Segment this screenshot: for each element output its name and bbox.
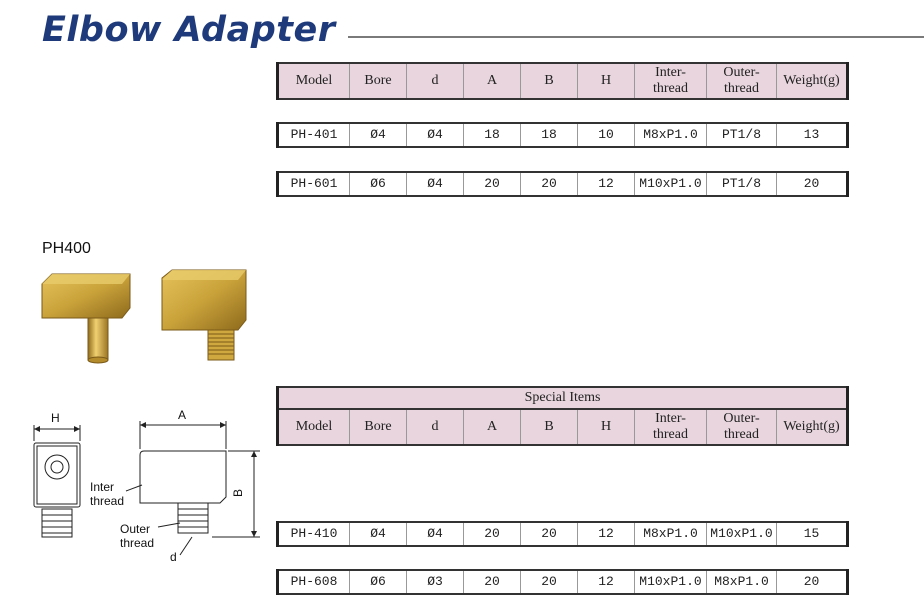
column-header: Weight(g) — [776, 62, 849, 100]
table-cell: PT1/8 — [706, 171, 777, 197]
table-cell: PH-601 — [276, 171, 350, 197]
table-cell: Ø4 — [406, 171, 464, 197]
column-header: H — [577, 62, 635, 100]
column-header: Bore — [349, 62, 407, 100]
dim-label-outer: Outer — [120, 522, 150, 536]
column-header: Outer-thread — [706, 408, 777, 446]
column-header: B — [520, 408, 578, 446]
table-cell: M10xP1.0 — [706, 521, 777, 547]
table-cell: M8xP1.0 — [634, 122, 707, 148]
special-items-caption: Special Items — [275, 386, 850, 410]
column-header: Outer-thread — [706, 62, 777, 100]
table-cell: Ø4 — [349, 122, 407, 148]
table-cell: 18 — [520, 122, 578, 148]
table-cell: M10xP1.0 — [634, 171, 707, 197]
table-cell: Ø6 — [349, 569, 407, 595]
column-header: H — [577, 408, 635, 446]
column-header: A — [463, 62, 521, 100]
column-header: B — [520, 62, 578, 100]
column-header: d — [406, 62, 464, 100]
table-cell: PH-401 — [276, 122, 350, 148]
column-header: Weight(g) — [775, 408, 850, 446]
table-cell: PT1/8 — [706, 122, 777, 148]
table-cell: 13 — [776, 122, 849, 148]
product-photo-plain-stem — [41, 273, 131, 364]
column-header: A — [463, 408, 521, 446]
table-cell: M10xP1.0 — [634, 569, 707, 595]
table-cell: M8xP1.0 — [634, 521, 707, 547]
column-header: d — [406, 408, 464, 446]
page-title: Elbow Adapter — [42, 10, 336, 50]
dim-label-d: d — [170, 550, 177, 564]
table-cell: 20 — [520, 569, 578, 595]
table-cell: 20 — [520, 521, 578, 547]
dimension-drawing: H A B Inter thread Outer thread d — [33, 408, 260, 564]
dim-label-inter: Inter — [90, 480, 114, 494]
table-cell: 20 — [520, 171, 578, 197]
table-cell: 20 — [463, 569, 521, 595]
column-header: Model — [276, 62, 350, 100]
dim-label-outer-thread: thread — [120, 536, 154, 550]
series-label: PH400 — [42, 240, 91, 257]
column-header: Inter-thread — [634, 62, 707, 100]
table-cell: 12 — [577, 569, 635, 595]
table-cell: 12 — [577, 521, 635, 547]
table-cell: Ø3 — [406, 569, 464, 595]
table-cell: Ø4 — [406, 122, 464, 148]
table-cell: 15 — [776, 521, 849, 547]
table-cell: PH-410 — [276, 521, 350, 547]
table-cell: 20 — [776, 171, 849, 197]
table-cell: Ø4 — [349, 521, 407, 547]
column-header: Bore — [349, 408, 407, 446]
table-cell: 12 — [577, 171, 635, 197]
table-cell: 20 — [463, 521, 521, 547]
table-cell: 20 — [463, 171, 521, 197]
table-cell: 10 — [577, 122, 635, 148]
special-items-caption-row: Special Items — [275, 386, 850, 410]
table-cell: PH-608 — [276, 569, 350, 595]
table-cell: 20 — [776, 569, 849, 595]
table-cell: M8xP1.0 — [706, 569, 777, 595]
dim-label-a: A — [178, 408, 186, 422]
dim-label-inter-thread: thread — [90, 494, 124, 508]
title-rule — [348, 36, 924, 38]
column-header: Inter-thread — [634, 408, 707, 446]
product-photo-threaded-stem — [161, 269, 247, 361]
table-cell: Ø4 — [406, 521, 464, 547]
table-cell: Ø6 — [349, 171, 407, 197]
dim-label-h: H — [51, 411, 60, 425]
column-header: Model — [276, 408, 350, 446]
table-cell: 18 — [463, 122, 521, 148]
dim-label-b: B — [231, 489, 245, 497]
